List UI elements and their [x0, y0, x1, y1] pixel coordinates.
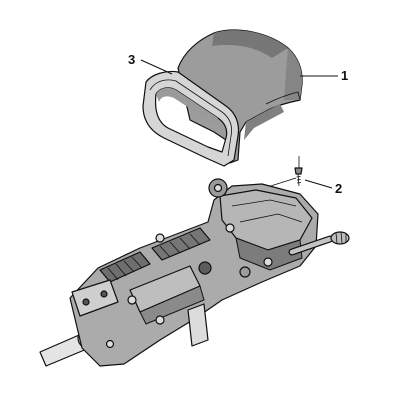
tilt-head-detail: [231, 199, 303, 223]
column-ribs: [107, 233, 201, 281]
flange-hole: [82, 298, 90, 306]
callout-label-2: 2: [335, 181, 342, 196]
screw-shank: [296, 173, 302, 187]
trim-collar-inner-edge: [149, 79, 232, 157]
turn-signal-knob-grip: [335, 231, 347, 244]
trim-collar-inner-shading: [156, 87, 218, 124]
screw-head: [294, 167, 303, 175]
tilt-head-shading: [235, 237, 303, 271]
upper-shroud: [177, 29, 303, 164]
bolt: [198, 261, 212, 275]
mounting-flange: [71, 279, 119, 317]
upper-pivot-center: [213, 183, 223, 193]
bolt: [127, 295, 137, 305]
bolt: [155, 233, 165, 243]
column-top-channel-lower: [99, 251, 151, 283]
steering-column-assembly: [39, 178, 350, 367]
callout-label-1: 1: [341, 68, 348, 83]
column-top-channel-upper: [151, 227, 211, 261]
callouts: 1 2 3: [128, 52, 348, 196]
callout-label-3: 3: [128, 52, 135, 67]
flange-hole: [100, 290, 108, 298]
upper-shroud-side-shading: [284, 48, 303, 100]
leader-line-2: [304, 179, 333, 189]
bolt: [263, 257, 273, 267]
lower-bracket-tab: [187, 303, 209, 347]
bolt: [105, 339, 115, 349]
turn-signal-stalk-fill: [289, 236, 333, 255]
column-center-block-shading: [139, 285, 205, 325]
bolt: [239, 266, 251, 278]
upper-shroud-top-shading: [212, 30, 288, 58]
trim-collar-ring: [142, 70, 240, 167]
bolt: [155, 315, 165, 325]
turn-signal-knob: [330, 231, 350, 245]
upper-shroud-edge: [265, 91, 301, 105]
leader-line-3: [140, 59, 173, 75]
upper-shroud-lower-shading: [244, 104, 284, 140]
shroud-trim-collar: [142, 70, 240, 167]
bolt: [225, 223, 235, 233]
